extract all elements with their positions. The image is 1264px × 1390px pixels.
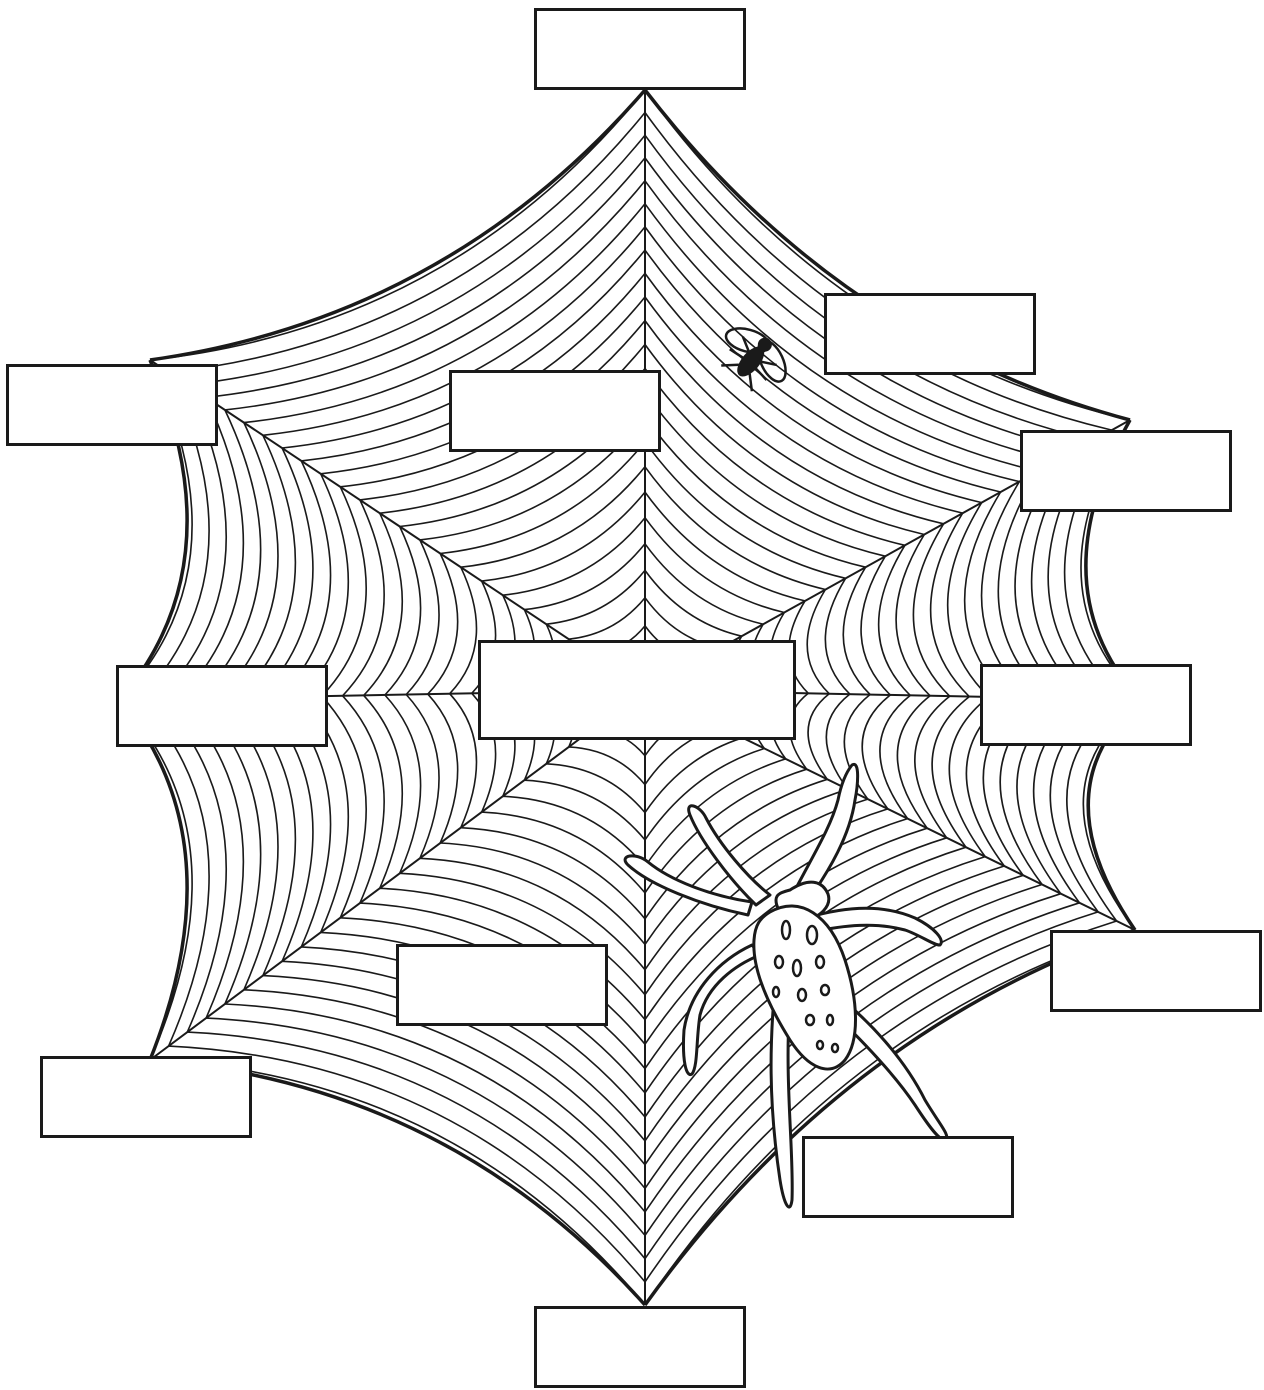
spiral-thread — [897, 696, 930, 828]
label-box-upper-right-inner[interactable] — [824, 293, 1036, 375]
spiral-thread — [169, 113, 645, 373]
spiral-thread — [450, 567, 477, 694]
spiral-thread — [220, 423, 278, 698]
spiral-thread — [428, 554, 458, 695]
spiral-thread — [322, 696, 366, 918]
spiral-thread — [187, 1032, 645, 1259]
spiral-thread — [524, 544, 645, 610]
spiral-thread — [343, 500, 385, 696]
label-box-lower-center-left[interactable] — [396, 944, 608, 1026]
spiral-thread — [862, 695, 890, 809]
frame-thread — [150, 90, 645, 360]
spiral-thread — [428, 694, 458, 843]
spiral-thread — [225, 1004, 645, 1212]
spiral-thread — [645, 738, 743, 813]
spiral-thread — [524, 780, 645, 840]
spiral-thread — [645, 135, 1094, 440]
spiral-thread — [503, 796, 645, 866]
spiral-thread — [879, 545, 911, 695]
spiral-thread — [645, 417, 866, 567]
spiral-thread — [645, 369, 905, 546]
label-box-lower-left-outer[interactable] — [40, 1056, 252, 1138]
label-box-upper-center[interactable] — [449, 370, 661, 452]
spiral-thread — [406, 540, 439, 695]
label-box-center[interactable] — [478, 640, 796, 740]
spiral-thread — [861, 556, 890, 695]
spiral-thread — [206, 158, 645, 398]
spiral-thread — [450, 694, 477, 828]
spiral-thread — [240, 435, 296, 697]
spiral-thread — [343, 696, 385, 903]
spiral-thread — [546, 764, 645, 813]
label-box-upper-left-outer[interactable] — [6, 364, 218, 446]
label-box-right-lower[interactable] — [1050, 930, 1262, 1012]
spiral-thread — [440, 843, 645, 944]
spiral-thread — [150, 90, 645, 360]
label-box-left-middle[interactable] — [116, 665, 328, 747]
spiral-thread — [187, 135, 645, 385]
label-box-right-upper[interactable] — [1020, 430, 1232, 512]
spiral-thread — [843, 567, 870, 694]
label-box-right-middle[interactable] — [980, 664, 1192, 746]
spiral-thread — [825, 578, 849, 694]
spiral-thread — [461, 828, 645, 919]
frame-thread — [120, 700, 187, 1060]
label-box-lower-right[interactable] — [802, 1136, 1014, 1218]
spiral-thread — [406, 695, 439, 859]
spiral-thread — [880, 695, 910, 818]
spiral-thread — [569, 747, 645, 785]
spiral-thread — [461, 467, 645, 567]
label-box-bottom[interactable] — [534, 1306, 746, 1388]
spiral-thread — [645, 113, 1112, 431]
spiral-thread — [645, 393, 885, 557]
spiral-thread — [931, 513, 970, 697]
spiral-thread — [645, 518, 784, 613]
spiral-thread — [364, 513, 403, 695]
label-box-top[interactable] — [534, 8, 746, 90]
spiral-thread — [301, 474, 348, 697]
spiral-thread — [364, 695, 403, 888]
spiral-thread — [645, 544, 763, 624]
spiral-thread — [645, 570, 742, 636]
spiral-thread — [322, 487, 366, 696]
spiral-thread — [546, 570, 645, 624]
